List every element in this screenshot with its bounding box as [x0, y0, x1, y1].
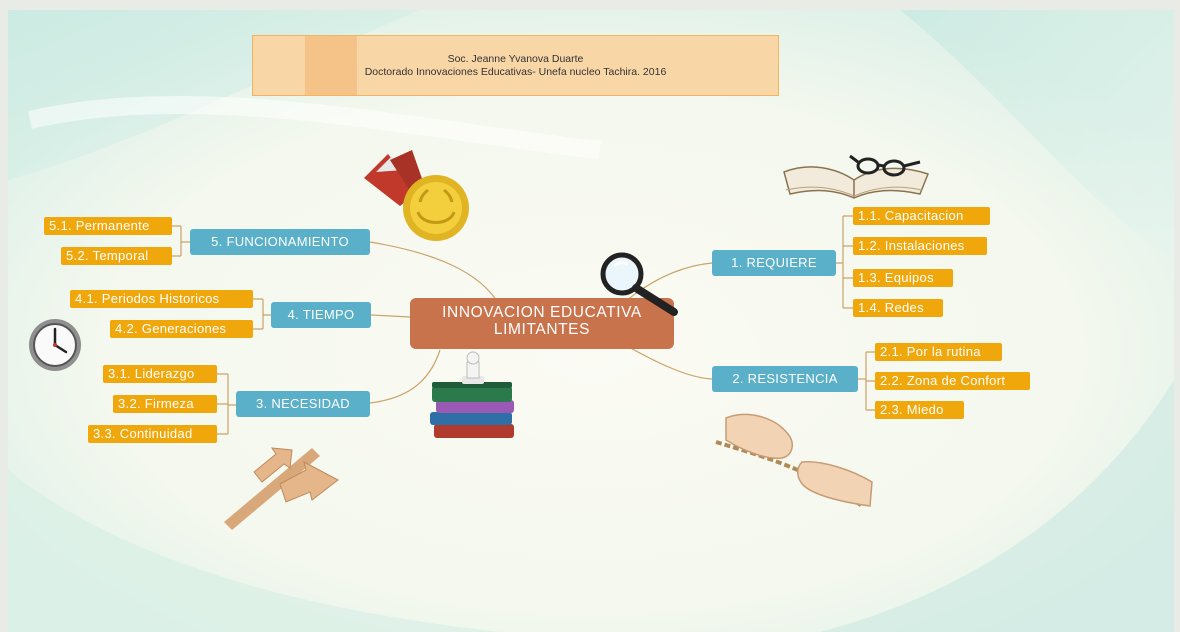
medal-icon — [364, 150, 469, 241]
connector-lines — [172, 215, 875, 435]
leaf-miedo[interactable]: 2.3. Miedo — [875, 401, 964, 419]
program-name: Doctorado Innovaciones Educativas- Unefa… — [364, 66, 667, 78]
header-text: Soc. Jeanne Yvanova Duarte Doctorado Inn… — [253, 36, 778, 79]
branch-tiempo[interactable]: 4. TIEMPO — [271, 302, 371, 328]
leaf-equipos[interactable]: 1.3. Equipos — [853, 269, 953, 287]
branch-necesidad[interactable]: 3. NECESIDAD — [236, 391, 370, 417]
leaf-continuidad[interactable]: 3.3. Continuidad — [88, 425, 217, 443]
open-book-glasses-icon — [783, 154, 929, 199]
leaf-redes[interactable]: 1.4. Redes — [853, 299, 943, 317]
branch-requiere[interactable]: 1. REQUIERE — [712, 250, 836, 276]
central-topic[interactable]: INNOVACION EDUCATIVA LIMITANTES — [410, 298, 674, 349]
leaf-firmeza[interactable]: 3.2. Firmeza — [113, 395, 217, 413]
leaf-temporal[interactable]: 5.2. Temporal — [61, 247, 172, 265]
leaf-liderazgo[interactable]: 3.1. Liderazgo — [103, 365, 217, 383]
leaf-capacitacion[interactable]: 1.1. Capacitacion — [853, 207, 990, 225]
leaf-permanente[interactable]: 5.1. Permanente — [44, 217, 172, 235]
leaf-instalaciones[interactable]: 1.2. Instalaciones — [853, 237, 987, 255]
author-name: Soc. Jeanne Yvanova Duarte — [447, 53, 584, 65]
header-accent-band — [305, 36, 357, 95]
clock-icon — [29, 319, 81, 371]
leaf-generaciones[interactable]: 4.2. Generaciones — [110, 320, 253, 338]
leaf-periodos-historicos[interactable]: 4.1. Periodos Historicos — [70, 290, 253, 308]
branch-funcionamiento[interactable]: 5. FUNCIONAMIENTO — [190, 229, 370, 255]
central-topic-line-1: INNOVACION EDUCATIVA — [442, 304, 642, 321]
wooden-signpost-icon — [224, 447, 339, 530]
books-chess-icon — [430, 351, 514, 438]
leaf-zona-de-confort[interactable]: 2.2. Zona de Confort — [875, 372, 1030, 390]
rope-pull-hands-icon — [715, 413, 873, 508]
magnifying-glass-icon — [600, 252, 678, 316]
leaf-por-la-rutina[interactable]: 2.1. Por la rutina — [875, 343, 1002, 361]
central-topic-line-2: LIMITANTES — [493, 321, 591, 338]
header-box: Soc. Jeanne Yvanova Duarte Doctorado Inn… — [252, 35, 779, 96]
branch-resistencia[interactable]: 2. RESISTENCIA — [712, 366, 858, 392]
